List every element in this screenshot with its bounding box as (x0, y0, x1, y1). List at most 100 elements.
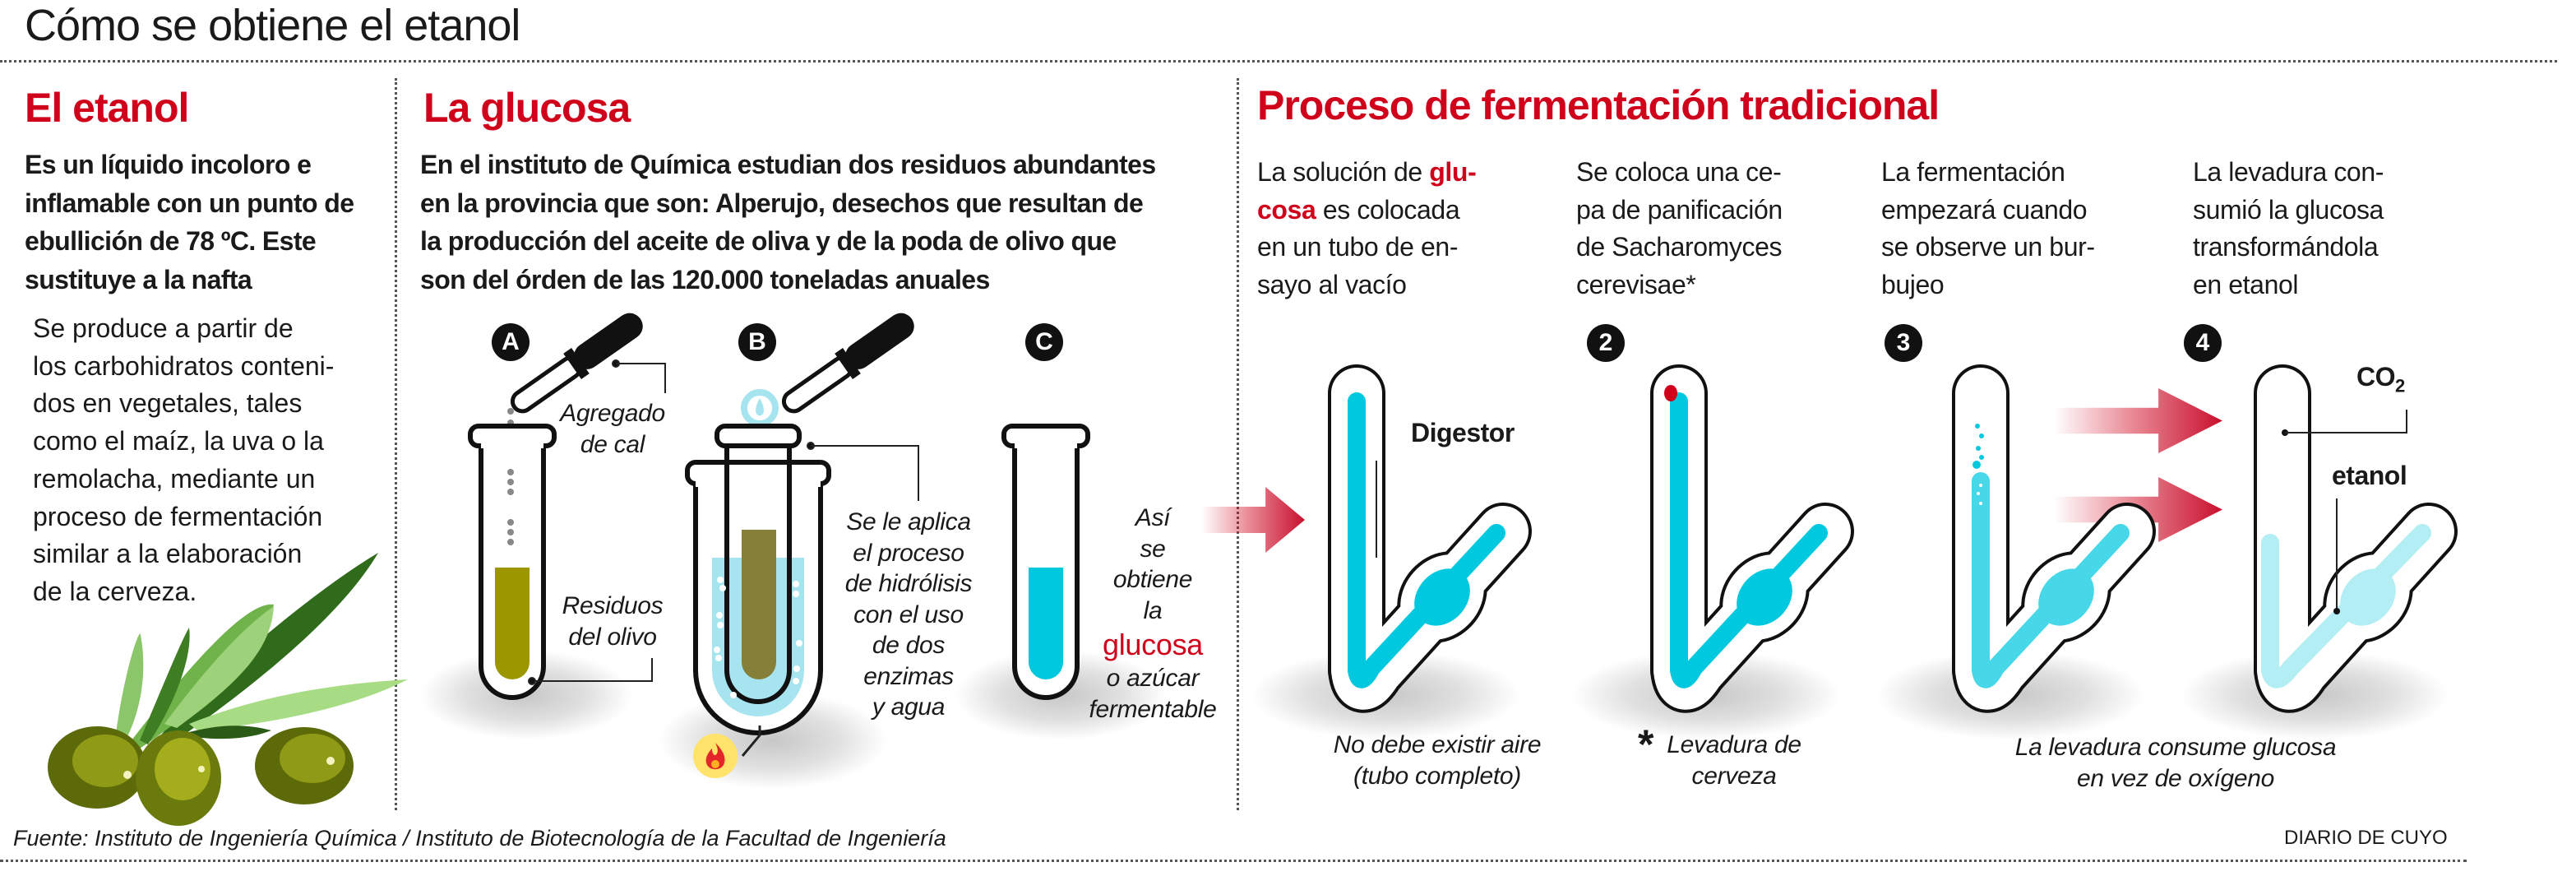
text-line: En el instituto de Química estudian dos … (420, 150, 1156, 179)
text-line: cerevisae* (1576, 270, 1696, 300)
label-agregado-de-cal: Agregado de cal (547, 398, 678, 460)
leader-agregado (612, 359, 666, 393)
olive-highlight (123, 771, 132, 779)
text-line: la producción del aceite de oliva y de l… (420, 226, 1117, 256)
olive-shine (72, 735, 138, 787)
text-line: bujeo (1881, 270, 1945, 300)
text-line: de la cerveza. (33, 576, 197, 606)
water-bath-b (685, 389, 831, 778)
yeast-dot (1664, 385, 1677, 401)
text-line: de Sacharomyces (1576, 232, 1783, 262)
text-line: el proceso (853, 539, 964, 567)
text-span: La solución de (1257, 157, 1430, 187)
text-line: Se produce a partir de (33, 313, 294, 343)
co2-text: CO (2356, 362, 2396, 392)
olive-leaf (140, 628, 190, 744)
text-line: de hidrólisis (844, 570, 973, 597)
column-divider-1 (395, 78, 397, 810)
text-line: proceso de fermentación (33, 501, 323, 531)
leader-residuos (528, 658, 653, 685)
olive-residue-liquid (495, 568, 530, 679)
olive-highlight (198, 766, 205, 772)
text-line: con el uso (853, 600, 964, 628)
text-line: pa de panificación (1576, 194, 1783, 225)
etanol-body: Se produce a partir de los carbohidratos… (33, 310, 334, 611)
bottom-divider (0, 860, 2467, 862)
co2-subscript: 2 (2395, 375, 2405, 396)
text-line: La fermentación (1881, 157, 2065, 187)
test-tube-c (1001, 424, 1090, 700)
dropper-b (781, 313, 914, 414)
text-line: Es un líquido incoloro e (25, 150, 312, 179)
text-line: son del órden de las 120.000 toneladas a… (420, 264, 990, 294)
olive-leaf (164, 606, 274, 728)
olive-branch-illustration (48, 553, 408, 826)
etanol-heading: El etanol (25, 85, 189, 131)
fermentacion-step-4-text: La levadura con- sumió la glucosa transf… (2193, 154, 2384, 304)
publisher-brand: DIARIO DE CUYO (2284, 827, 2448, 849)
asterisk-icon: * (1638, 721, 1654, 767)
olive-shine (280, 734, 345, 783)
text-line: transformándola (2193, 232, 2379, 262)
text-line: fermentable (1089, 695, 1217, 723)
step-badge-4: 4 (2184, 324, 2222, 362)
text-line: Levadura de (1667, 731, 1801, 758)
text-line: y agua (872, 693, 946, 721)
text-line: sayo al vacío (1257, 270, 1407, 300)
text-line: se observe un bur- (1881, 232, 2095, 262)
glucosa-highlight: glu- (1429, 157, 1477, 187)
test-tube-a (468, 408, 557, 700)
text-line: Así (1135, 504, 1171, 531)
text-line: remolacha, mediante un (33, 463, 316, 494)
olive-highlight (326, 757, 335, 765)
label-etanol: etanol (2332, 461, 2407, 490)
text-line: se (1140, 535, 1166, 563)
caption-no-aire: No debe existir aire (tubo completo) (1322, 730, 1552, 791)
caption-consumo: La levadura consume glucosa en vez de ox… (2011, 732, 2340, 794)
text-span: es colocada (1316, 194, 1460, 225)
text-line: como el maíz, la uva o la (33, 426, 324, 457)
step-badge-3: 3 (1885, 324, 1922, 362)
glucose-liquid (1029, 568, 1063, 679)
glucosa-highlight: cosa (1257, 194, 1316, 225)
glucosa-highlight: glucosa (1103, 628, 1203, 661)
fermentacion-step-2-text: Se coloca una ce- pa de panificación de … (1576, 154, 1783, 304)
text-line: empezará cuando (1881, 194, 2088, 225)
etanol-lead: Es un líquido incoloro e inflamable con … (25, 146, 354, 299)
text-line: cosa es colocada (1257, 192, 1476, 229)
fermentacion-step-1-text: La solución de glu- cosa es colocada en … (1257, 154, 1477, 304)
text-line: de cal (580, 430, 645, 458)
text-line: en vez de oxígeno (2076, 764, 2275, 792)
dropper-a (510, 313, 643, 414)
text-line: cerveza (1691, 762, 1777, 790)
olive-shine (155, 738, 210, 800)
text-line: Se le aplica (846, 508, 971, 535)
step-badge-b: B (738, 323, 776, 361)
glucosa-lead: En el instituto de Química estudian dos … (420, 146, 1156, 299)
text-line: en la provincia que son: Alperujo, desec… (420, 188, 1144, 218)
fermentacion-step-3-text: La fermentación empezará cuando se obser… (1881, 154, 2095, 304)
label-result-glucosa: Así se obtiene la glucosa o azúcar ferme… (1085, 503, 1220, 725)
olive-leaf (115, 633, 144, 744)
label-residuos-del-olivo: Residuos del olivo (547, 591, 678, 652)
text-line: los carbohidratos conteni- (33, 350, 335, 381)
text-line: obtiene (1112, 566, 1193, 593)
leader-co2 (2285, 410, 2407, 433)
source-credit: Fuente: Instituto de Ingeniería Química … (13, 826, 946, 851)
text-line: No debe existir aire (1333, 731, 1542, 758)
digestor-tube-2 (1650, 364, 1854, 713)
step-badge-a: A (492, 323, 530, 361)
leader-hidrolisis (807, 442, 919, 501)
fermentacion-heading: Proceso de fermentación tradicional (1257, 82, 1940, 128)
text-line: la (1143, 596, 1163, 624)
text-line: inflamable con un punto de (25, 188, 354, 218)
text-line: La levadura con- (2193, 157, 2384, 187)
digestor-tube-3 (1952, 364, 2156, 713)
step-badge-c: C (1025, 323, 1063, 361)
label-digestor: Digestor (1411, 418, 1515, 447)
text-line: Residuos (562, 592, 664, 619)
text-line: La levadura consume glucosa (2014, 734, 2337, 761)
text-line: Se coloca una ce- (1576, 157, 1782, 187)
text-line: de dos (872, 632, 946, 659)
text-line: La solución de glu- (1257, 154, 1477, 192)
